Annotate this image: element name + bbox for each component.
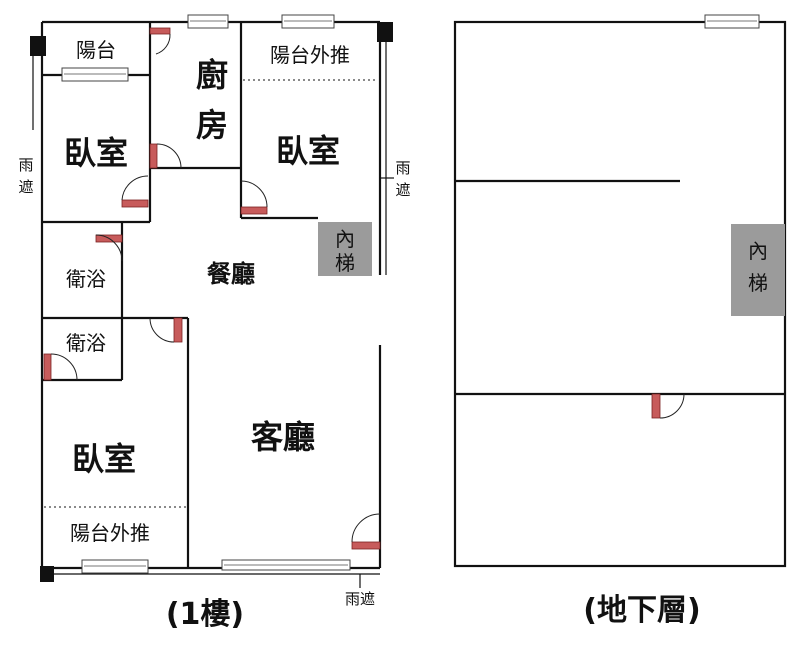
floor1-plan: 陽台 廚 房 陽台外推 臥室 臥室 衛浴 餐廳 衛浴 內 梯 臥室 客廳 陽台外… [18,14,411,632]
room-dining: 餐廳 [207,260,255,288]
basement-plan: 內 梯 (地下層) [453,14,787,628]
floor1-elevator-box [318,222,372,276]
canopy-left-line1: 雨 [18,156,33,174]
floor1-doors [43,27,381,550]
room-living: 客廳 [251,418,315,456]
room-bath-lower: 衛浴 [66,331,106,355]
room-balcony-top-left: 陽台 [76,38,116,62]
canopy-right-line1: 雨 [395,159,410,177]
floor1-elevator-line2: 梯 [335,251,355,275]
canopy-bottom: 雨遮 [345,590,375,608]
canopy-left-line2: 遮 [18,178,33,196]
basement-elevator-line2: 梯 [748,271,768,295]
canopy-right-line2: 遮 [395,181,410,199]
basement-door [651,393,661,419]
floor1-windows [61,14,351,574]
room-balcony-ext-top: 陽台外推 [270,43,350,67]
corner-post-bottom-left [40,566,54,582]
room-kitchen-line1: 廚 [196,56,228,94]
room-bath-upper: 衛浴 [66,267,106,291]
caption-basement: (地下層) [583,593,700,628]
floor1-walls [32,20,387,575]
room-bedroom-top-right: 臥室 [276,132,340,170]
basement-elevator-box [731,224,785,316]
room-balcony-ext-bottom: 陽台外推 [70,521,150,545]
corner-post-top-right [377,22,393,42]
caption-floor1: (1樓) [166,597,244,632]
room-bedroom-bottom: 臥室 [72,440,136,478]
room-kitchen-line2: 房 [196,106,228,144]
basement-elevator-line1: 內 [748,239,768,263]
corner-post-top-left [30,36,46,56]
room-bedroom-top-left: 臥室 [64,134,128,172]
floor1-elevator-line1: 內 [335,227,355,251]
